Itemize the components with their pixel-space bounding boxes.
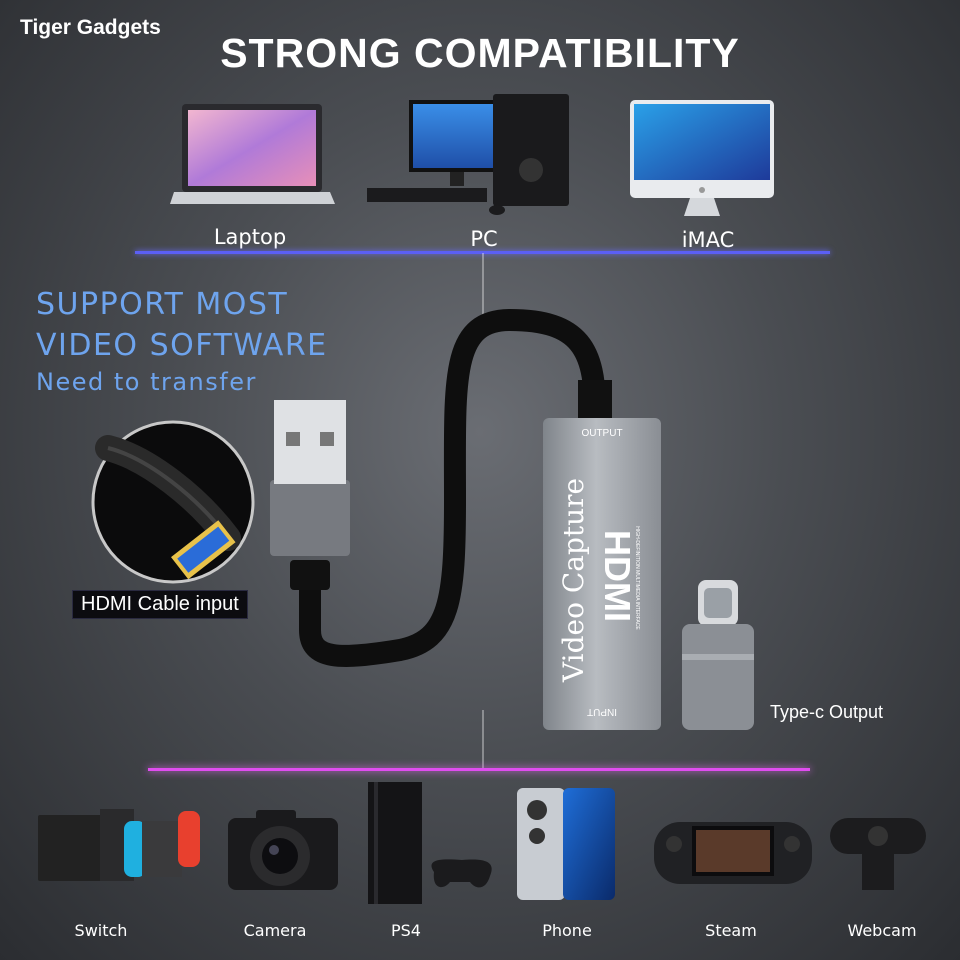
desktop-pc-icon xyxy=(367,94,569,215)
imac-icon xyxy=(630,100,774,216)
bottom-label-phone: Phone xyxy=(542,921,592,940)
bottom-divider-line xyxy=(148,768,810,771)
top-label-pc: PC xyxy=(470,227,498,251)
top-label-imac: iMAC xyxy=(681,228,735,252)
brand-name: Tiger Gadgets xyxy=(20,16,161,39)
bottom-label-steam: Steam xyxy=(705,921,757,940)
bottom-label-ps4: PS4 xyxy=(391,921,421,940)
capture-device xyxy=(543,418,661,730)
ps4-console-icon xyxy=(368,782,492,904)
software-line-3: Need to transfer xyxy=(36,368,257,396)
bottom-connector-line xyxy=(482,710,484,768)
headline: STRONG COMPATIBILITY xyxy=(220,30,740,76)
hdmi-cable-icon xyxy=(91,420,255,584)
bottom-label-webcam: Webcam xyxy=(847,921,917,940)
input-port-label: INPUT xyxy=(587,706,617,717)
steam-deck-icon xyxy=(654,822,812,884)
hdmi-cable-label: HDMI Cable input xyxy=(72,590,248,619)
bottom-label-camera: Camera xyxy=(243,921,307,940)
typec-output-label: Type-c Output xyxy=(770,702,884,722)
hdmi-subtitle-text: HIGH-DEFINITION MULTIMEDIA INTERFACE xyxy=(634,526,640,630)
video-capture-text: Video Capture xyxy=(557,477,590,683)
phone-icon xyxy=(517,788,615,900)
bottom-label-switch: Switch xyxy=(74,921,128,940)
software-line-1: SUPPORT MOST xyxy=(36,287,289,322)
output-port-label: OUTPUT xyxy=(581,428,623,439)
top-connector-line xyxy=(482,253,484,323)
webcam-icon xyxy=(830,818,926,890)
usb-cable-icon xyxy=(270,308,612,667)
switch-console-icon xyxy=(38,809,200,881)
software-line-2: VIDEO SOFTWARE xyxy=(36,328,328,363)
typec-adapter-icon xyxy=(682,580,754,730)
top-divider-line xyxy=(135,251,830,254)
top-label-laptop: Laptop xyxy=(213,225,287,249)
camera-icon xyxy=(228,810,338,890)
laptop-icon xyxy=(170,104,335,204)
